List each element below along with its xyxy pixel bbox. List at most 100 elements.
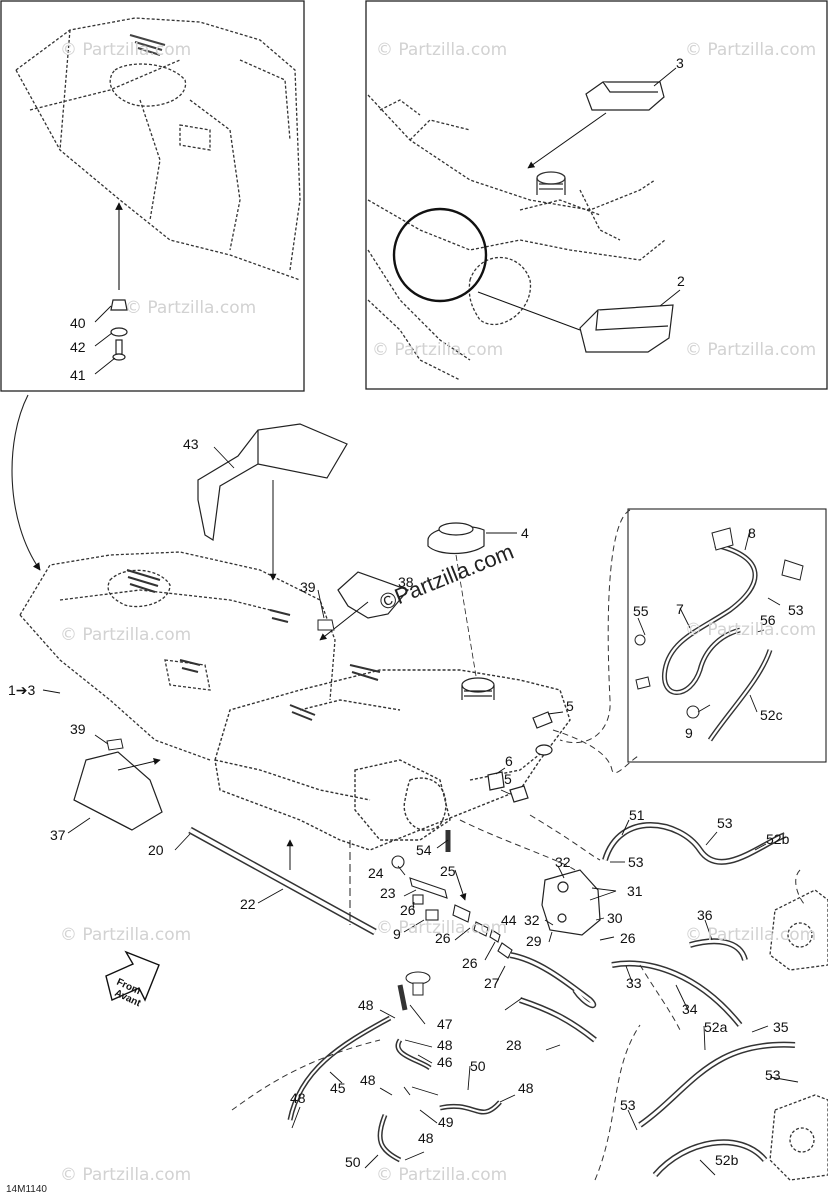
watermark-2: © Partzilla.com	[376, 40, 508, 60]
callout-5-bottom: 5	[504, 771, 512, 787]
leader-2-label	[659, 289, 681, 307]
inset-top-right	[365, 0, 828, 390]
leader-37-arrow	[117, 758, 161, 771]
part-36-hose-inner	[689, 939, 747, 961]
part-38-bracket	[337, 571, 410, 619]
leader-arrow-3	[527, 112, 607, 169]
callout-26-a: 26	[400, 902, 416, 918]
callout-37: 37	[50, 827, 66, 843]
callout-50-a: 50	[470, 1058, 486, 1074]
part-52b-hose-lower-inner	[653, 1140, 767, 1176]
part-37-panel	[73, 751, 163, 831]
callout-41: 41	[70, 367, 86, 383]
callout-26-d: 26	[462, 955, 478, 971]
seat-cover-hatching	[129, 34, 166, 56]
seat-vent-hatching	[126, 568, 161, 594]
seat-cover-outline	[15, 17, 301, 281]
callout-6: 6	[505, 753, 513, 769]
callout-53-c: 53	[628, 854, 644, 870]
callout-26-c: 26	[620, 930, 636, 946]
callout-46: 46	[437, 1054, 453, 1070]
callout-20: 20	[148, 842, 164, 858]
callout-35: 35	[773, 1019, 789, 1035]
callout-52c: 52c	[760, 707, 783, 723]
fuel-tank	[214, 669, 571, 851]
figure-code: 14M1140	[6, 1184, 47, 1195]
callout-32-top: 32	[555, 854, 571, 870]
fuel-hoses-lower-inner	[509, 953, 596, 1042]
hose-detail-inset-inner	[663, 543, 772, 741]
watermark-3: © Partzilla.com	[685, 40, 817, 60]
callout-28: 28	[506, 1037, 522, 1053]
watermark-6: © Partzilla.com	[685, 340, 817, 360]
fuel-pump-30	[541, 869, 601, 936]
fastener-stack	[110, 299, 128, 361]
leader-3-label	[653, 67, 677, 87]
callout-22: 22	[240, 896, 256, 912]
watermark-5: © Partzilla.com	[372, 340, 504, 360]
callout-53-e: 53	[620, 1097, 636, 1113]
callout-45: 45	[330, 1080, 346, 1096]
callout-9-inset: 9	[685, 725, 693, 741]
pad-part-2	[579, 304, 674, 353]
callout-1-3: 1➔3	[8, 682, 36, 698]
callout-48-d: 48	[518, 1080, 534, 1096]
callout-39-top: 39	[300, 579, 316, 595]
callout-44: 44	[501, 912, 517, 928]
fuel-fittings	[391, 855, 513, 959]
tank-part-43	[197, 423, 348, 542]
vent-valve-47	[405, 971, 431, 996]
part-39-clip-left	[106, 738, 124, 751]
vent-hoses-45-50-inner	[289, 1017, 501, 1161]
callout-43: 43	[183, 436, 199, 452]
callout-56: 56	[760, 612, 776, 628]
callout-48-c: 48	[360, 1072, 376, 1088]
callout-7: 7	[676, 601, 684, 617]
callout-47: 47	[437, 1016, 453, 1032]
part-52a-hose	[638, 1041, 796, 1128]
link-curve-seat	[11, 394, 41, 571]
part-20-22-pipe-inner	[189, 828, 376, 934]
tank-vent-hatching	[179, 609, 381, 721]
callout-50-b: 50	[345, 1154, 361, 1170]
inset-hose-detail	[627, 508, 827, 763]
callout-48-f: 48	[418, 1130, 434, 1146]
part-52a-hose-inner	[639, 1043, 796, 1127]
callout-54: 54	[416, 842, 432, 858]
leader-cap-to-neck	[455, 554, 477, 677]
watermark-11: © Partzilla.com	[685, 925, 817, 945]
from-arrow	[105, 950, 160, 1002]
callout-52b-top: 52b	[766, 831, 790, 847]
callout-36: 36	[697, 907, 713, 923]
vent-hoses-45-50	[287, 984, 502, 1163]
callout-27: 27	[484, 975, 500, 991]
callout-25: 25	[440, 863, 456, 879]
callout-2-top: 2	[677, 273, 685, 289]
callout-48-b: 48	[437, 1037, 453, 1053]
duct-part-3	[585, 81, 665, 111]
dashed-routing-lines	[231, 509, 806, 1181]
callout-8: 8	[748, 525, 756, 541]
callout-9-main: 9	[393, 926, 401, 942]
callout-48-e: 48	[290, 1090, 306, 1106]
callout-leaders	[42, 446, 799, 1176]
leader-2	[477, 291, 581, 331]
watermark-1: © Partzilla.com	[60, 40, 192, 60]
watermark-9: © Partzilla.com	[376, 918, 508, 938]
callout-32-b: 32	[524, 912, 540, 928]
callout-33: 33	[626, 975, 642, 991]
callout-26-b: 26	[435, 930, 451, 946]
watermark-12: © Partzilla.com	[376, 1165, 508, 1185]
inset-top-left	[0, 0, 305, 392]
watermark-4: © Partzilla.com	[125, 298, 257, 318]
callout-52a: 52a	[704, 1019, 728, 1035]
callout-49: 49	[438, 1114, 454, 1130]
callout-39-left: 39	[70, 721, 86, 737]
callout-34: 34	[682, 1001, 698, 1017]
part-39-clip-top	[317, 619, 335, 631]
part-34-hose-inner	[611, 962, 742, 1026]
callout-31: 31	[627, 883, 643, 899]
frame-outline	[367, 94, 666, 381]
callout-29: 29	[526, 933, 542, 949]
